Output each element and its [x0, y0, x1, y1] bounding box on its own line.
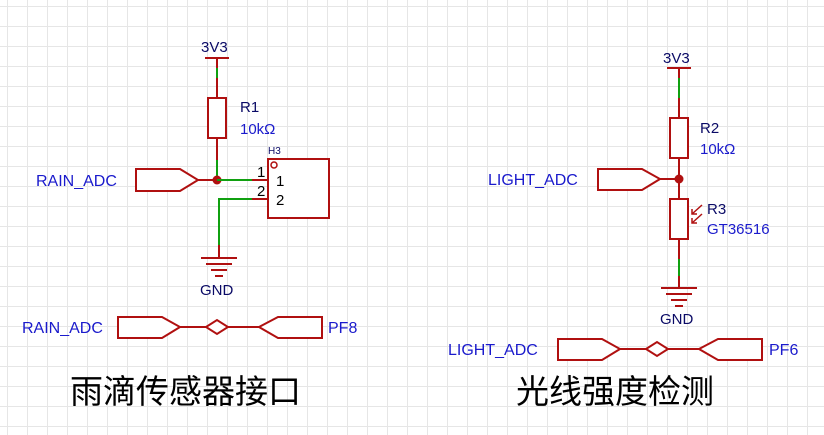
- right-net-flag[interactable]: [597, 168, 662, 191]
- h3-pin2-number: 2: [257, 183, 265, 200]
- h3-pin1-name: 1: [276, 173, 284, 190]
- r1-ref-label: R1: [240, 99, 259, 116]
- r3-value-label: GT36516: [707, 221, 770, 238]
- h3-pin2-name: 2: [276, 192, 284, 209]
- right-ground-label: GND: [660, 311, 694, 328]
- right-caption: 光线强度检测: [516, 372, 714, 411]
- r3-ref-label: R3: [707, 201, 726, 218]
- right-netport[interactable]: [557, 338, 763, 361]
- left-wire-gnd: [218, 198, 252, 245]
- h3-ref-label: H3: [268, 146, 281, 157]
- left-netport-right-label: PF8: [328, 320, 357, 337]
- left-netport-diamond-icon: [204, 318, 230, 336]
- right-netport-diamond-icon: [644, 340, 670, 358]
- photoresistor-r3[interactable]: [669, 198, 703, 240]
- right-power-label: 3V3: [663, 50, 690, 67]
- right-ground-icon: [661, 287, 697, 307]
- left-power-label: 3V3: [201, 39, 228, 56]
- left-ground-icon: [201, 257, 237, 277]
- left-net-flag[interactable]: [135, 168, 200, 192]
- pin1-marker-icon: [270, 161, 278, 169]
- right-net-label: LIGHT_ADC: [488, 172, 578, 189]
- r2-ref-label: R2: [700, 120, 719, 137]
- left-power-symbol: 3V3: [201, 39, 229, 68]
- left-caption: 雨滴传感器接口: [70, 372, 301, 411]
- r1-value-label: 10kΩ: [240, 121, 275, 138]
- right-netport-left-label: LIGHT_ADC: [448, 342, 538, 359]
- r2-value-label: 10kΩ: [700, 141, 735, 158]
- left-ground-label: GND: [200, 282, 234, 299]
- light-arrows-icon: [691, 204, 703, 224]
- left-netport-left-label: RAIN_ADC: [22, 320, 103, 337]
- resistor-r2[interactable]: [669, 117, 689, 159]
- right-power-symbol: 3V3: [663, 50, 691, 78]
- right-netport-right-label: PF6: [769, 342, 798, 359]
- left-netport[interactable]: [117, 316, 323, 339]
- right-junction-dot: [674, 174, 684, 184]
- left-net-label: RAIN_ADC: [36, 173, 117, 190]
- connector-h3[interactable]: [267, 158, 330, 219]
- h3-pin1-number: 1: [257, 164, 265, 181]
- resistor-r1[interactable]: [207, 97, 227, 139]
